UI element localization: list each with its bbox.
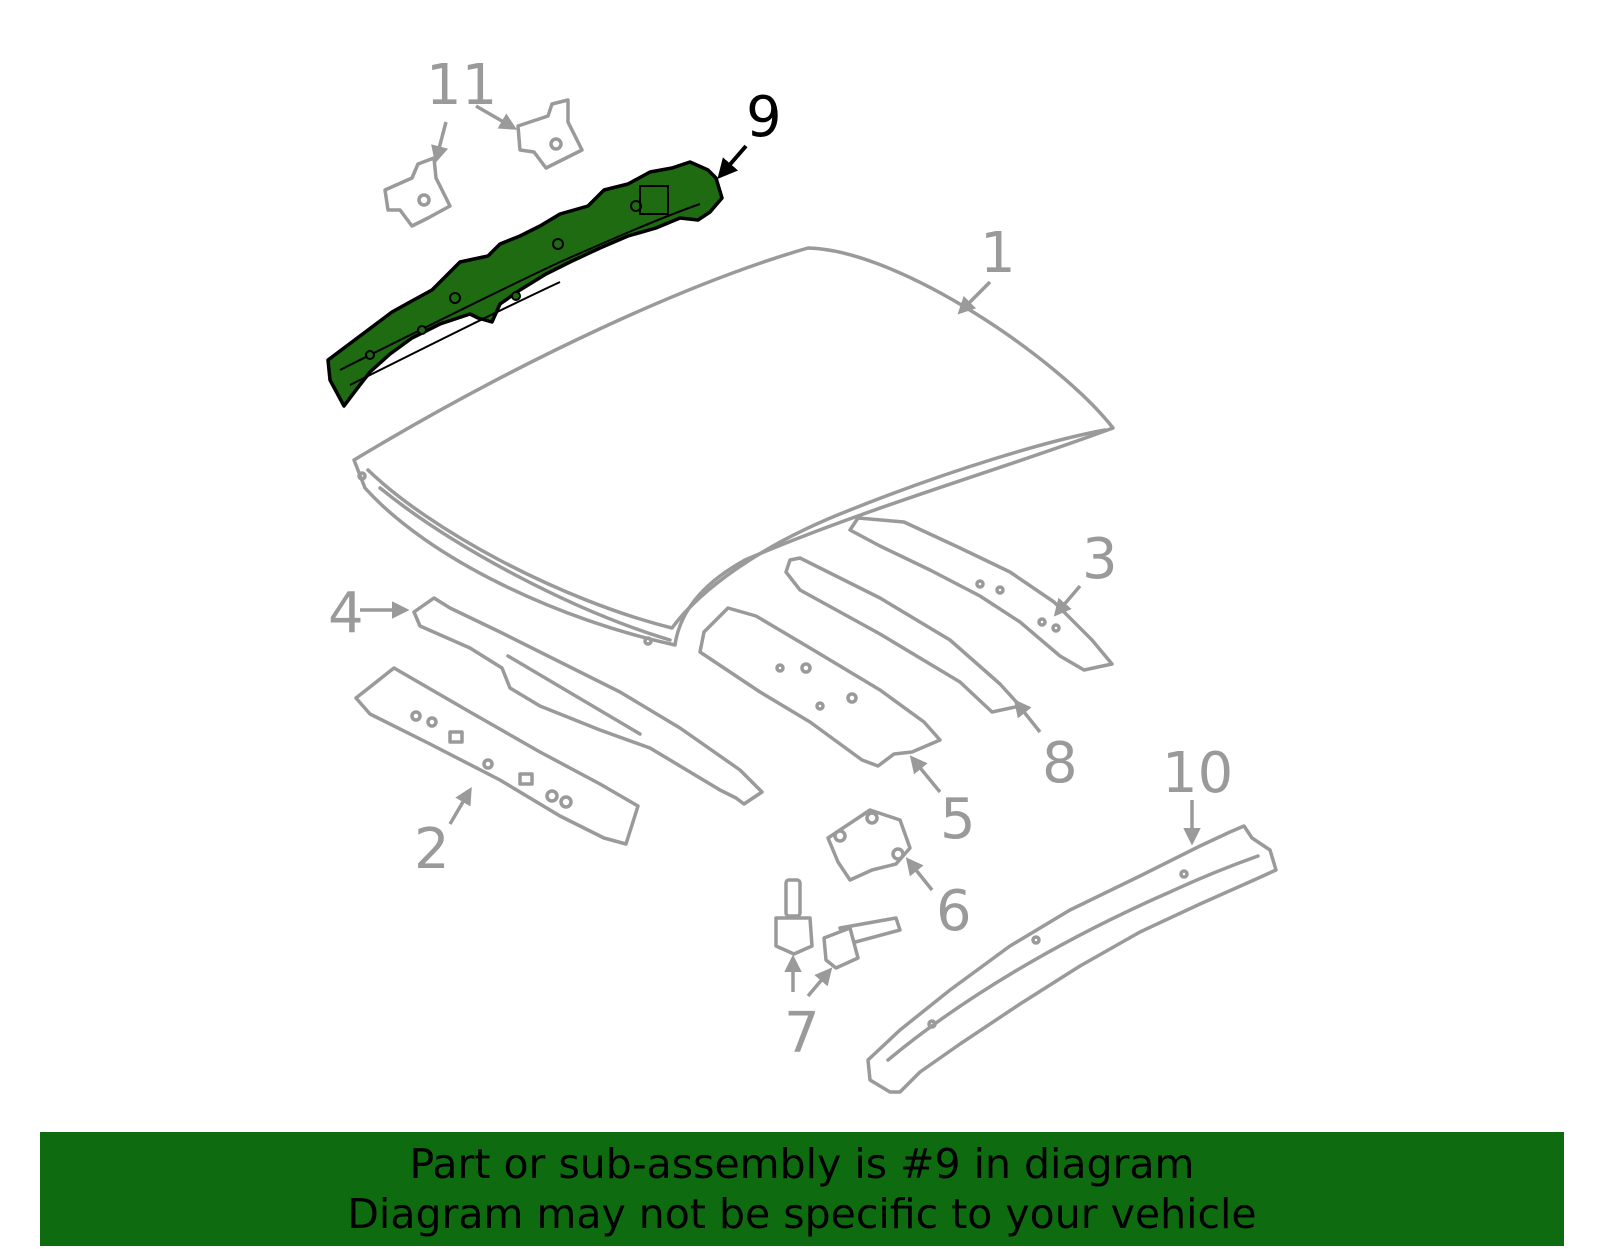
callout-9: 9 <box>746 85 782 150</box>
part-5-bow <box>698 606 942 768</box>
part-7-bolts <box>774 878 902 970</box>
callout-3: 3 <box>1082 527 1118 592</box>
part-8-bow <box>784 556 1022 714</box>
part-3-rail <box>848 516 1114 672</box>
part-2-header <box>354 666 640 846</box>
callout-10: 10 <box>1162 741 1233 806</box>
info-banner: Part or sub-assembly is #9 in diagram Di… <box>40 1132 1564 1246</box>
banner-line-part: Part or sub-assembly is #9 in diagram <box>409 1140 1195 1188</box>
part-6-bracket <box>826 808 912 882</box>
leader-lines <box>360 104 1201 998</box>
callout-4: 4 <box>328 581 364 646</box>
banner-line-disclaimer: Diagram may not be specific to your vehi… <box>347 1190 1257 1238</box>
callout-5: 5 <box>940 787 976 852</box>
part-roof-panel <box>352 246 1115 647</box>
part-10-side-rail <box>866 824 1278 1094</box>
callout-2: 2 <box>414 817 450 882</box>
callout-7: 7 <box>784 1001 820 1066</box>
part-11-clips <box>383 98 584 228</box>
callout-labels: 1 2 3 4 5 6 7 8 9 10 11 <box>328 53 1233 1066</box>
part-9-highlighted <box>326 160 724 408</box>
callout-1: 1 <box>980 221 1016 286</box>
callout-11: 11 <box>426 53 497 118</box>
callout-6: 6 <box>936 879 972 944</box>
callout-8: 8 <box>1042 731 1078 796</box>
part-4-header <box>412 596 764 806</box>
